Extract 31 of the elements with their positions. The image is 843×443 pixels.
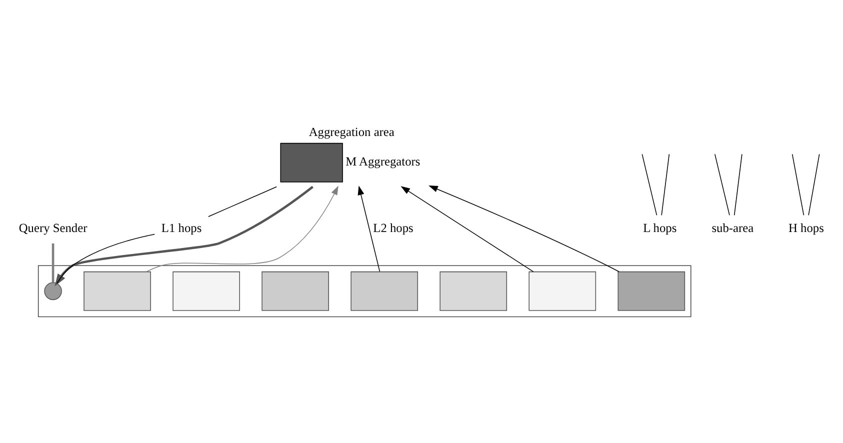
connector: [808, 154, 820, 216]
node-text: L1 hops: [161, 221, 202, 236]
node-circle: [44, 282, 62, 300]
cluster: [38, 265, 692, 318]
node-label: Aggregation area: [308, 125, 394, 140]
edge-label: L2 hops: [373, 221, 414, 236]
connector: [642, 154, 658, 216]
node-label: M Aggregators: [346, 154, 420, 169]
node-box: [618, 271, 686, 311]
connector: [52, 243, 54, 282]
node-text: Query Sender: [18, 221, 88, 236]
connector: [661, 154, 670, 216]
arrow: [428, 185, 620, 272]
connector: [792, 154, 804, 216]
connector: [714, 154, 730, 216]
node-box: [84, 271, 151, 311]
node-box: [528, 271, 596, 311]
connector: [734, 154, 742, 216]
node-box: [262, 271, 329, 311]
node-box: [172, 271, 240, 311]
node-text: L hops: [643, 221, 677, 236]
connector: [208, 186, 277, 218]
arrow: [358, 186, 380, 272]
connector: [56, 234, 156, 284]
arrow: [54, 186, 314, 286]
arrow: [400, 186, 534, 272]
node-box: [350, 271, 418, 311]
node-box: [440, 271, 508, 311]
node-text: H hops: [788, 221, 824, 236]
arrow: [146, 186, 338, 272]
node-text: sub-area: [712, 221, 754, 236]
